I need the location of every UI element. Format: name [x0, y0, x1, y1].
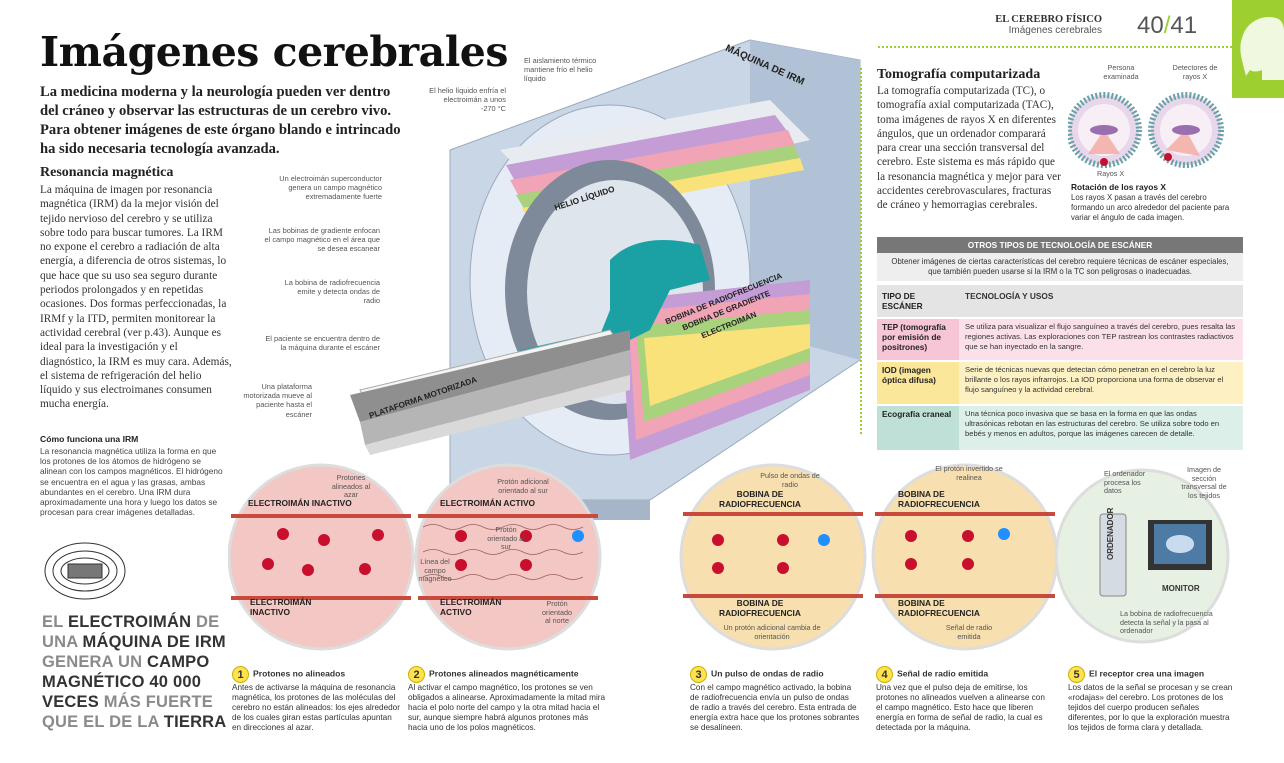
circle-3 — [679, 463, 867, 651]
c4-bottom-label: BOBINA DE RADIOFRECUENCIA — [898, 598, 980, 618]
c3-ann1: Pulso de ondas de radio — [760, 471, 820, 489]
how-text: La resonancia magnética utiliza la forma… — [40, 446, 223, 518]
divider-dotted — [878, 46, 1232, 48]
head-icon — [1240, 16, 1284, 80]
ct-lbl-detectors: Detectores de rayos X — [1172, 63, 1218, 81]
ct-heading: Tomografía computarizada — [877, 67, 1041, 82]
ct-rot-title: Rotación de los rayos X — [1071, 182, 1166, 192]
c1-bottom-label: ELECTROIMÁN INACTIVO — [250, 597, 312, 617]
magnet-quote: EL ELECTROIMÁN DE UNA MÁQUINA DE IRM GEN… — [42, 613, 227, 731]
subsection-title: Imágenes cerebrales — [1008, 25, 1102, 36]
c2-top-label: ELECTROIMÁN ACTIVO — [440, 498, 536, 508]
ann-superconductor: Un electroimán superconductor genera un … — [279, 174, 382, 202]
table-header: TIPO DE ESCÁNER TECNOLOGÍA Y USOS — [877, 285, 1243, 319]
c2-ann3: Línea del campo magnético — [418, 557, 452, 584]
ann-platform: Una plataforma motorizada mueve al pacie… — [243, 382, 312, 419]
ann-helium: El helio líquido enfría el electroimán a… — [429, 86, 506, 114]
c4-ann2: Señal de radio emitida — [945, 623, 993, 641]
c4-top-label: BOBINA DE RADIOFRECUENCIA — [898, 489, 980, 509]
scanner-table: OTROS TIPOS DE TECNOLOGÍA DE ESCÁNER Obt… — [877, 237, 1243, 452]
table-title: OTROS TIPOS DE TECNOLOGÍA DE ESCÁNER — [877, 237, 1243, 253]
ct-rot-text: Los rayos X pasan a través del cerebro f… — [1071, 193, 1230, 222]
mri-machine-illustration — [350, 39, 861, 520]
c2-ann1: Protón adicional orientado al sur — [497, 477, 549, 495]
c5-monitor-label: MONITOR — [1162, 584, 1200, 593]
table-row: IOD (imagen óptica difusa) Serie de técn… — [877, 362, 1243, 406]
table-intro: Obtener imágenes de ciertas característi… — [877, 253, 1243, 281]
col-use: TECNOLOGÍA Y USOS — [965, 291, 1054, 301]
c3-bottom-label: BOBINA DE RADIOFRECUENCIA — [719, 598, 801, 618]
c5-pc-label: ORDENADOR — [1106, 507, 1115, 560]
mri-heading: Resonancia magnética — [40, 165, 174, 180]
table-row: TEP (tomografía por emisión de positrone… — [877, 319, 1243, 362]
section-title: EL CEREBRO FÍSICO — [995, 14, 1102, 25]
c3-top-label: BOBINA DE RADIOFRECUENCIA — [719, 489, 801, 509]
c5-ann1: El ordenador procesa los datos — [1104, 469, 1146, 496]
c5-ann2: Imagen de sección transversal de los tej… — [1181, 465, 1227, 500]
col-type: TIPO DE ESCÁNER — [882, 291, 923, 311]
circle-5 — [1054, 468, 1230, 644]
c2-ann2: Protón orientado al sur — [487, 525, 525, 552]
ann-rf: La bobina de radiofrecuencia emite y det… — [284, 278, 380, 306]
brain-badge — [1232, 0, 1284, 98]
page-right: 41 — [1170, 12, 1198, 39]
c4-ann1: El protón invertido se realinea — [935, 464, 1003, 482]
ann-insulation: El aislamiento térmico mantiene frío el … — [524, 56, 597, 84]
magnet-field-icon — [44, 542, 126, 600]
circle-4 — [871, 463, 1059, 651]
c1-top-label: ELECTROIMÁN INACTIVO — [248, 498, 352, 508]
page-left: 40 — [1137, 12, 1164, 39]
section-header: EL CEREBRO FÍSICO Imágenes cerebrales — [990, 14, 1102, 36]
mri-text: La máquina de imagen por resonancia magn… — [40, 184, 232, 411]
ct-divider — [860, 68, 862, 434]
circle-1 — [228, 463, 415, 651]
page-numbers: 40/41 — [1137, 12, 1197, 40]
page-title: Imágenes cerebrales — [40, 28, 508, 76]
how-heading: Cómo funciona una IRM — [40, 434, 139, 444]
page-slash: / — [1163, 12, 1171, 39]
ann-patient: El paciente se encuentra dentro de la má… — [265, 334, 380, 353]
ann-gradient: Las bobinas de gradiente enfocan el camp… — [264, 226, 380, 254]
ct-text: La tomografía computarizada (TC), o tomo… — [877, 85, 1061, 212]
c2-ann4: Protón orientado al norte — [542, 599, 572, 626]
intro-text: La medicina moderna y la neurología pued… — [40, 84, 401, 157]
circle-2 — [414, 463, 602, 651]
process-circles — [228, 463, 1059, 651]
c3-ann2: Un protón adicional cambia de orientació… — [723, 623, 821, 641]
c5-ann3: La bobina de radiofrecuencia detecta la … — [1120, 609, 1213, 636]
table-row: Ecografía craneal Una técnica poco invas… — [877, 406, 1243, 452]
ct-rings-illustration — [1068, 92, 1224, 168]
c2-bottom-label: ELECTROIMÁN ACTIVO — [440, 597, 502, 617]
ct-lbl-person: Persona examinada — [1103, 63, 1139, 81]
c1-ann: Protones alineados al azar — [331, 473, 371, 500]
ct-lbl-xrays: Rayos X — [1097, 169, 1125, 178]
